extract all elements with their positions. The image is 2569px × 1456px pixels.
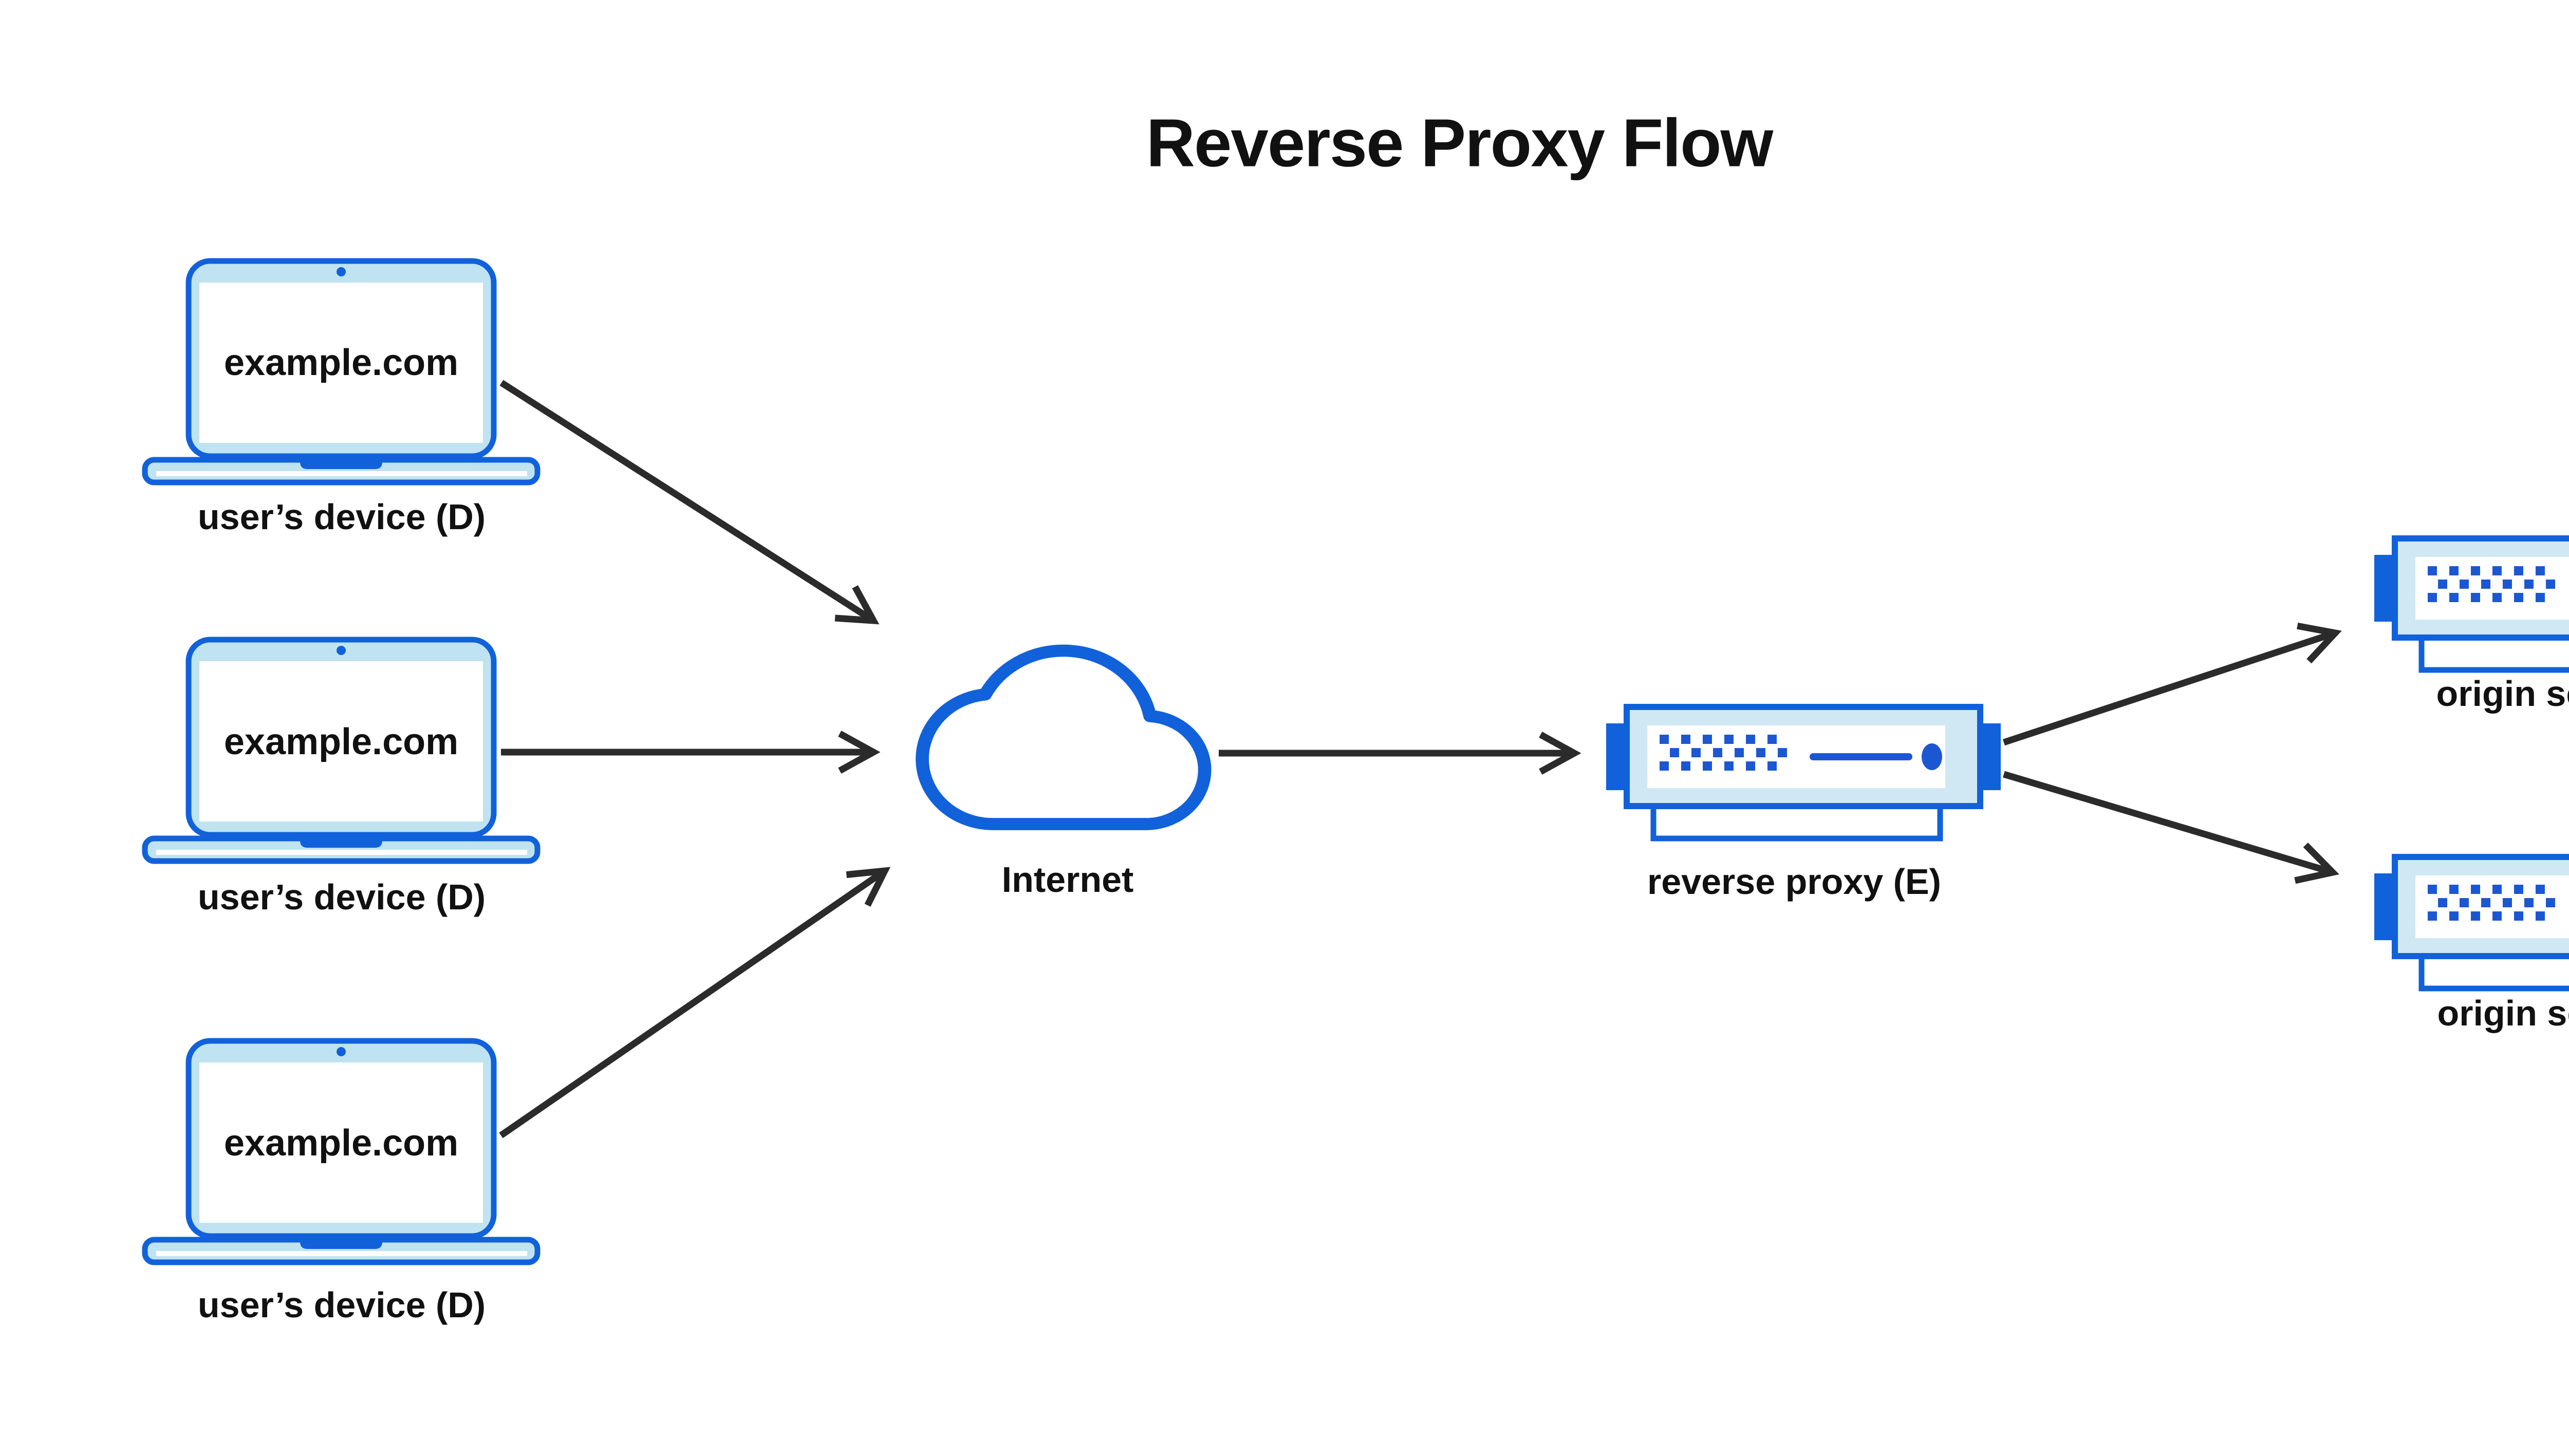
origin-server1-label: origin server (F): [2436, 674, 2569, 714]
origin-server-icon-2: [2374, 857, 2569, 988]
device3-screen-text: example.com: [224, 1123, 459, 1164]
device2-screen-text: example.com: [224, 721, 459, 762]
diagram-title: Reverse Proxy Flow: [1146, 105, 1774, 181]
device1-screen-text: example.com: [224, 342, 459, 383]
arrow-device1-internet: [499, 380, 880, 625]
cloud-icon: [916, 644, 1212, 830]
arrow-proxy-origin2: [2003, 771, 2339, 884]
device2-label: user’s device (D): [197, 877, 486, 917]
device1-label: user’s device (D): [197, 497, 486, 537]
origin-server2-label: origin server (F): [2437, 993, 2569, 1033]
origin-server-icon-1: [2374, 538, 2569, 670]
reverse-proxy-server-icon: [1606, 707, 2001, 838]
arrow-proxy-origin1: [2002, 622, 2342, 746]
device3-label: user’s device (D): [197, 1285, 486, 1325]
internet-label: Internet: [1001, 860, 1134, 900]
reverse-proxy-label: reverse proxy (E): [1647, 862, 1941, 902]
arrow-device3-internet: [499, 867, 891, 1138]
